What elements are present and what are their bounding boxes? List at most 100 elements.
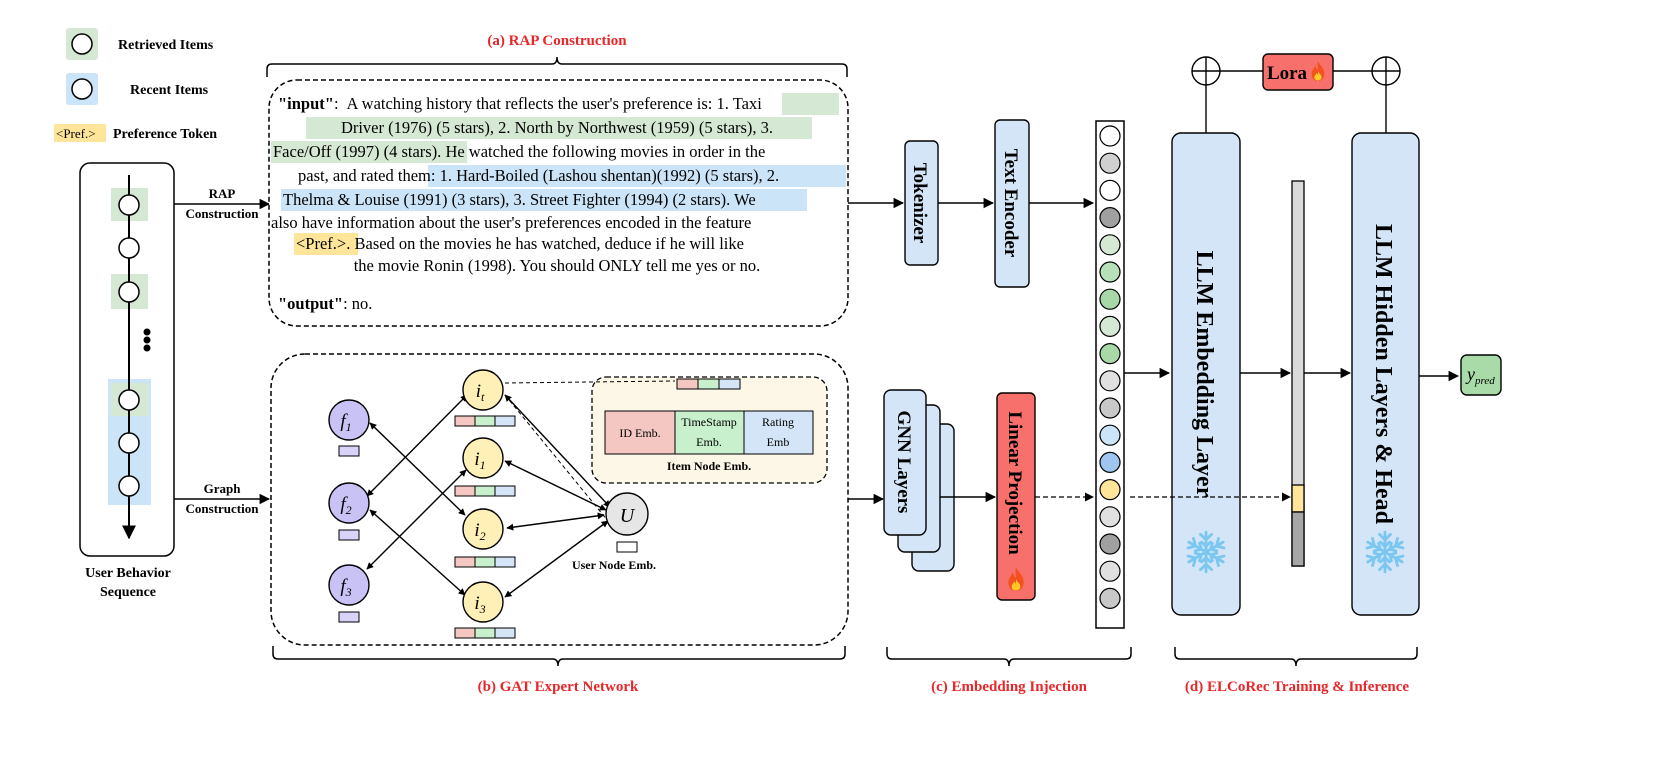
legend-pref-token: <Pref.>: [56, 126, 96, 141]
item-node-i1: [462, 437, 504, 479]
i3-emb-cell: [474, 627, 496, 639]
token-embedding: [1099, 370, 1121, 392]
mini-emb-cell: [676, 378, 699, 390]
prompt-line-5: Thelma & Louise (1991) (3 stars), 3. Str…: [283, 190, 756, 209]
retrieved-item-icon: [71, 33, 93, 55]
prompt-line-8: the movie Ronin (1998). You should ONLY …: [354, 256, 761, 275]
token-embedding: [1099, 261, 1121, 283]
token-embedding: [1099, 315, 1121, 337]
i3-emb-cell: [494, 627, 516, 639]
it-emb-cell: [494, 415, 516, 427]
token-embedding: [1099, 424, 1121, 446]
seq-item-3: [118, 281, 140, 303]
brace-d: [1174, 647, 1418, 667]
text-encoder-label: Text Encoder: [1000, 149, 1021, 258]
seq-item-1: [118, 194, 140, 216]
ellipsis-dot: [143, 344, 151, 352]
gnn-layer-front: [883, 389, 927, 536]
token-embedding: [1099, 506, 1121, 528]
detail-link: [504, 380, 676, 384]
timestamp-emb-label-1: TimeStamp: [681, 415, 737, 429]
edge-f3-i1: [366, 469, 467, 570]
i1-emb-cell: [474, 485, 496, 497]
feature-node-f2: [328, 482, 370, 524]
ellipsis-dot: [143, 328, 151, 336]
prediction-output-box: [1460, 354, 1502, 396]
graph-label-1: Graph: [204, 481, 242, 496]
token-embedding: [1099, 125, 1121, 147]
pref-slot: [1291, 484, 1305, 513]
gat-expert-network: (b) GAT Expert Network ID Emb. TimeStamp…: [270, 353, 849, 695]
section-b-title: (b) GAT Expert Network: [478, 679, 639, 695]
lora-label: Lora: [1267, 63, 1308, 84]
gnn-label: GNN Layers: [893, 411, 914, 514]
f1-label: f1: [340, 411, 351, 434]
token-embedding: [1099, 533, 1121, 555]
token-embedding: [1099, 288, 1121, 310]
timestamp-emb-label-2: Emb.: [696, 435, 722, 449]
token-embedding: [1099, 234, 1121, 256]
seq-item-6: [118, 475, 140, 497]
lora-box: [1262, 53, 1334, 91]
token-embedding: [1099, 451, 1121, 473]
token-embedding: [1099, 207, 1121, 229]
prompt-line-1: "input":A watching history that reflects…: [278, 94, 762, 113]
legend-recent-label: Recent Items: [130, 83, 209, 98]
legend: Retrieved Items Recent Items <Pref.> Pre…: [54, 28, 217, 142]
it-emb-cell: [474, 415, 496, 427]
prompt-output: "output": no.: [278, 294, 372, 313]
i2-emb-cell: [454, 556, 476, 568]
item-node-it: [462, 369, 504, 411]
prompt-line-4: past, and rated them: 1. Hard-Boiled (La…: [298, 166, 779, 185]
rating-emb-label-2: Emb: [767, 435, 790, 449]
user-behavior-sequence: User Behavior Sequence RAP Construction …: [79, 162, 271, 600]
legend-pref-label: Preference Token: [113, 127, 217, 142]
i3-label: i3: [474, 593, 485, 616]
brace-b: [272, 646, 846, 667]
token-embedding: [1099, 397, 1121, 419]
rap-label-2: Construction: [186, 206, 260, 221]
item-node-i3: [462, 581, 504, 623]
prompt-line-2: Driver (1976) (5 stars), 2. North by Nor…: [341, 118, 773, 137]
hl-green-2: [306, 117, 812, 139]
i2-emb-cell: [474, 556, 496, 568]
feature-node-f1: [328, 399, 370, 441]
i2-label: i2: [474, 520, 485, 543]
brace-a: [266, 56, 848, 77]
hl-blue-2: [281, 189, 807, 211]
id-emb-cell: [604, 410, 676, 455]
section-c-title: (c) Embedding Injection: [931, 679, 1087, 695]
seq-item-4: [118, 389, 140, 411]
i1-label: i1: [474, 449, 485, 472]
token-embedding: [1099, 479, 1121, 501]
pref-swatch: [54, 124, 106, 142]
i2-emb-cell: [494, 556, 516, 568]
seq-item-5: [118, 432, 140, 454]
feature-node-f3: [328, 564, 370, 606]
it-emb-cell: [454, 415, 476, 427]
section-a-title: (a) RAP Construction: [487, 33, 627, 49]
elcorec-training: LLM Embedding Layer LLM Hidden Layers & …: [1130, 53, 1502, 695]
edge-i3-u: [504, 520, 609, 598]
rating-emb-label-1: Rating: [762, 415, 794, 429]
token-embeddings: [1099, 125, 1121, 610]
sequence-title-2: Sequence: [100, 585, 156, 600]
f3-label: f3: [340, 576, 351, 599]
id-emb-label: ID Emb.: [619, 426, 660, 440]
token-embedding: [1099, 152, 1121, 174]
section-d-title: (d) ELCoRec Training & Inference: [1185, 679, 1409, 695]
item-node-i2: [462, 508, 504, 550]
rating-emb-cell: [743, 410, 814, 455]
rap-construction: (a) RAP Construction "input":A watching …: [266, 33, 849, 327]
token-embedding: [1099, 587, 1121, 610]
f3-emb: [338, 611, 360, 623]
f1-emb: [338, 445, 360, 457]
prompt-line-3: Face/Off (1997) (4 stars). He watched th…: [273, 142, 765, 161]
ellipsis-dot: [143, 336, 151, 344]
brace-c: [886, 647, 1132, 667]
sequence-title-1: User Behavior: [85, 566, 171, 581]
it-label: it: [476, 381, 485, 404]
recent-item-icon: [71, 78, 93, 100]
mini-emb-cell: [718, 378, 741, 390]
